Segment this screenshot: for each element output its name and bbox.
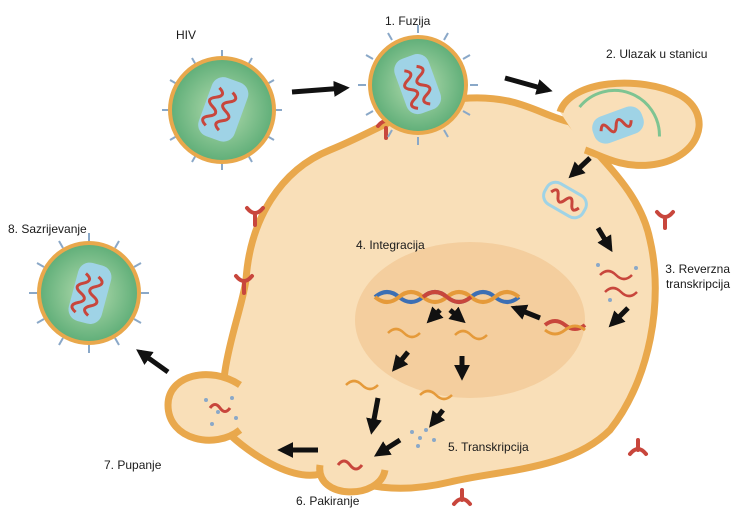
receptor [454,490,470,504]
label-step3-line2: transkripcija [640,277,730,291]
label-step4-integration: 4. Integracija [356,238,425,252]
label-hiv: HIV [176,28,196,42]
label-step3-line1: 3. Reverzna [640,262,730,276]
arrow [505,78,548,90]
virus-mature [29,233,149,353]
label-step5-transcription: 5. Transkripcija [448,440,529,454]
label-step7-budding: 7. Pupanje [104,458,161,472]
receptor [630,440,646,454]
label-step6-packaging: 6. Pakiranje [296,494,359,508]
label-step1-fusion: 1. Fuzija [385,14,430,28]
arrow [292,88,345,92]
virus-hiv [162,50,282,170]
label-step8-maturation: 8. Sazrijevanje [8,222,87,236]
arrow [140,352,168,372]
receptor [657,212,673,228]
label-step2-entry: 2. Ulazak u stanicu [606,47,707,61]
budding-lobe [168,375,240,441]
